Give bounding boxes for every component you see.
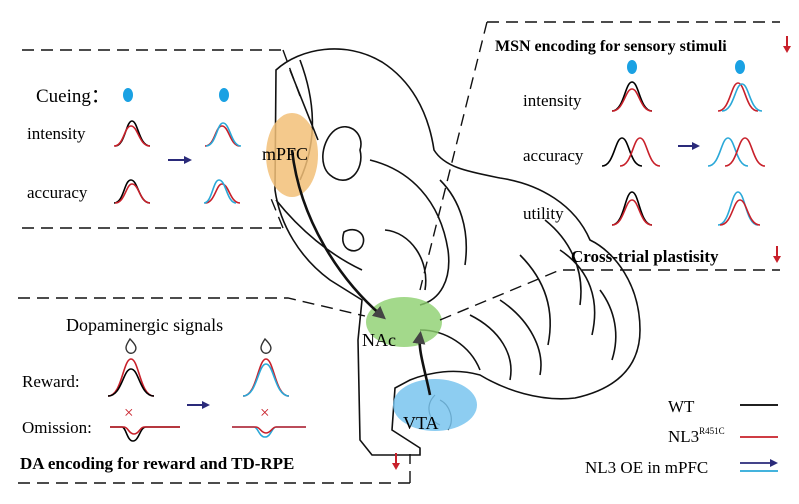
oe-curve: [242, 363, 290, 397]
down-arrow-icon: [773, 246, 781, 263]
drop-icon: [125, 337, 137, 354]
oe-curve: [707, 137, 749, 167]
omission-cross: ×: [260, 403, 270, 422]
wt-curve: [601, 137, 643, 167]
oe-curve: [721, 83, 763, 112]
vta-region: [393, 379, 477, 431]
nl3-curve: [717, 82, 759, 112]
accuracy-label: accuracy: [27, 183, 88, 202]
nl3-curve: [232, 426, 306, 434]
cue-dot-icon: [735, 60, 745, 74]
nl3-curve: [107, 358, 155, 397]
cue-dot-icon: [219, 88, 229, 102]
oe-curve: [205, 122, 242, 147]
legend-oe-label: NL3 OE in mPFC: [585, 458, 708, 477]
cueing-label: Cueing：: [36, 86, 110, 107]
accuracy-label: accuracy: [523, 146, 584, 165]
dopamine-panel: Dopaminergic signals Reward: Omission: ×…: [20, 315, 400, 473]
wt-curve: [611, 191, 653, 226]
cue-dot-icon: [123, 88, 133, 102]
reward-label: Reward:: [22, 372, 80, 391]
brain-section: [274, 48, 641, 456]
intensity-label: intensity: [523, 91, 582, 110]
right-arrow-icon: [187, 401, 210, 409]
nl3-curve: [611, 199, 653, 226]
wt-curve: [110, 426, 180, 442]
right-arrow-icon: [678, 142, 700, 150]
omission-label: Omission:: [22, 418, 92, 437]
legend-nl3-label: NL3R451C: [668, 426, 725, 446]
utility-label: utility: [523, 204, 564, 223]
nl3-curve: [719, 199, 761, 226]
projection-pathways: [290, 149, 432, 396]
down-arrow-icon: [392, 453, 400, 470]
oe-curve: [203, 179, 237, 204]
legend: WT NL3R451C NL3 OE in mPFC: [585, 397, 778, 477]
down-arrow-icon: [783, 36, 791, 53]
cross-trial-label: Cross-trial plastisity: [571, 247, 719, 266]
vta-label: VTA: [403, 413, 439, 433]
nl3-curve: [110, 426, 180, 435]
legend-wt-label: WT: [668, 397, 695, 416]
nl3-curve: [724, 137, 766, 167]
callout-frames: [18, 21, 780, 484]
right-arrow-icon: [168, 156, 192, 164]
msn-title: MSN encoding for sensory stimuli: [495, 38, 727, 55]
mpfc-label: mPFC: [262, 144, 308, 164]
nac-label: NAc: [362, 330, 396, 350]
dopaminergic-title: Dopaminergic signals: [66, 315, 223, 335]
intensity-label: intensity: [27, 124, 86, 143]
omission-cross: ×: [124, 403, 134, 422]
wt-curve: [611, 81, 653, 112]
nl3-curve: [619, 137, 661, 167]
cueing-panel: Cueing： intensity accuracy: [27, 86, 242, 204]
nl3-curve: [113, 125, 151, 147]
legend-oe-arrowhead: [770, 459, 778, 467]
nl3-curve: [114, 183, 151, 204]
nl3-curve: [611, 88, 653, 112]
msn-panel: MSN encoding for sensory stimuli intensi…: [495, 36, 791, 266]
da-encoding-footer: DA encoding for reward and TD-RPE: [20, 454, 294, 473]
nl3-curve: [204, 183, 241, 204]
wt-curve: [107, 368, 155, 397]
cue-dot-icon: [627, 60, 637, 74]
drop-icon: [260, 337, 272, 354]
